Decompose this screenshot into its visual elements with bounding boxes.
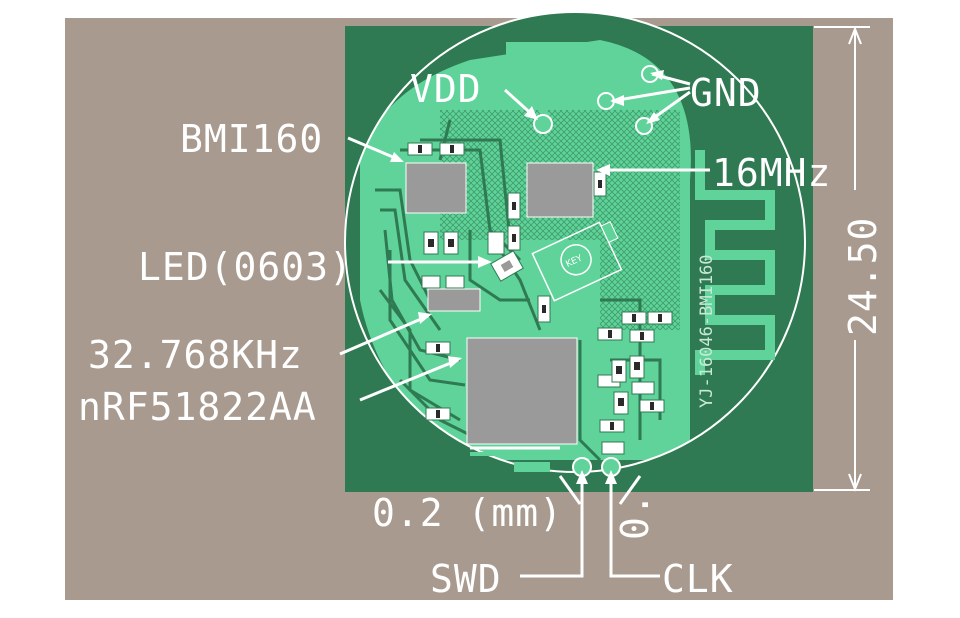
led-label: LED(0603) [138,245,353,289]
vdd-trace [540,76,548,122]
dim-gap-label: 0.2 (mm) [372,491,563,535]
leader-arrowheads [390,70,664,484]
leader-lines [339,72,710,578]
crystal-16mhz-chip [526,162,594,218]
led-0603 [490,250,524,282]
gnd-label: GND [690,71,762,115]
board-id-silkscreen: YJ-16046-BMI160 [697,254,717,408]
dim-label-bg [838,190,874,340]
crystal-32k-chip [427,288,481,312]
bmi160-label: BMI160 [180,117,323,161]
dim-small-label: 0. [613,492,657,540]
meander-antenna [695,150,775,375]
dim-height-label: 24.50 [841,217,885,336]
crystal-32k-label: 32.768KHz [88,333,303,377]
antenna-feed-pad [506,42,586,76]
crystal-16mhz-label: 16MHz [712,151,831,195]
vdd-pad [533,114,553,134]
vdd-label: VDD [410,67,482,111]
swd-label: SWD [430,557,502,601]
bottom-pads [470,452,570,472]
passive-components [407,142,673,455]
bmi160-chip [405,162,467,214]
nrf51822-chip [466,337,578,445]
clk-label: CLK [662,557,734,601]
mcu-label: nRF51822AA [78,385,317,429]
